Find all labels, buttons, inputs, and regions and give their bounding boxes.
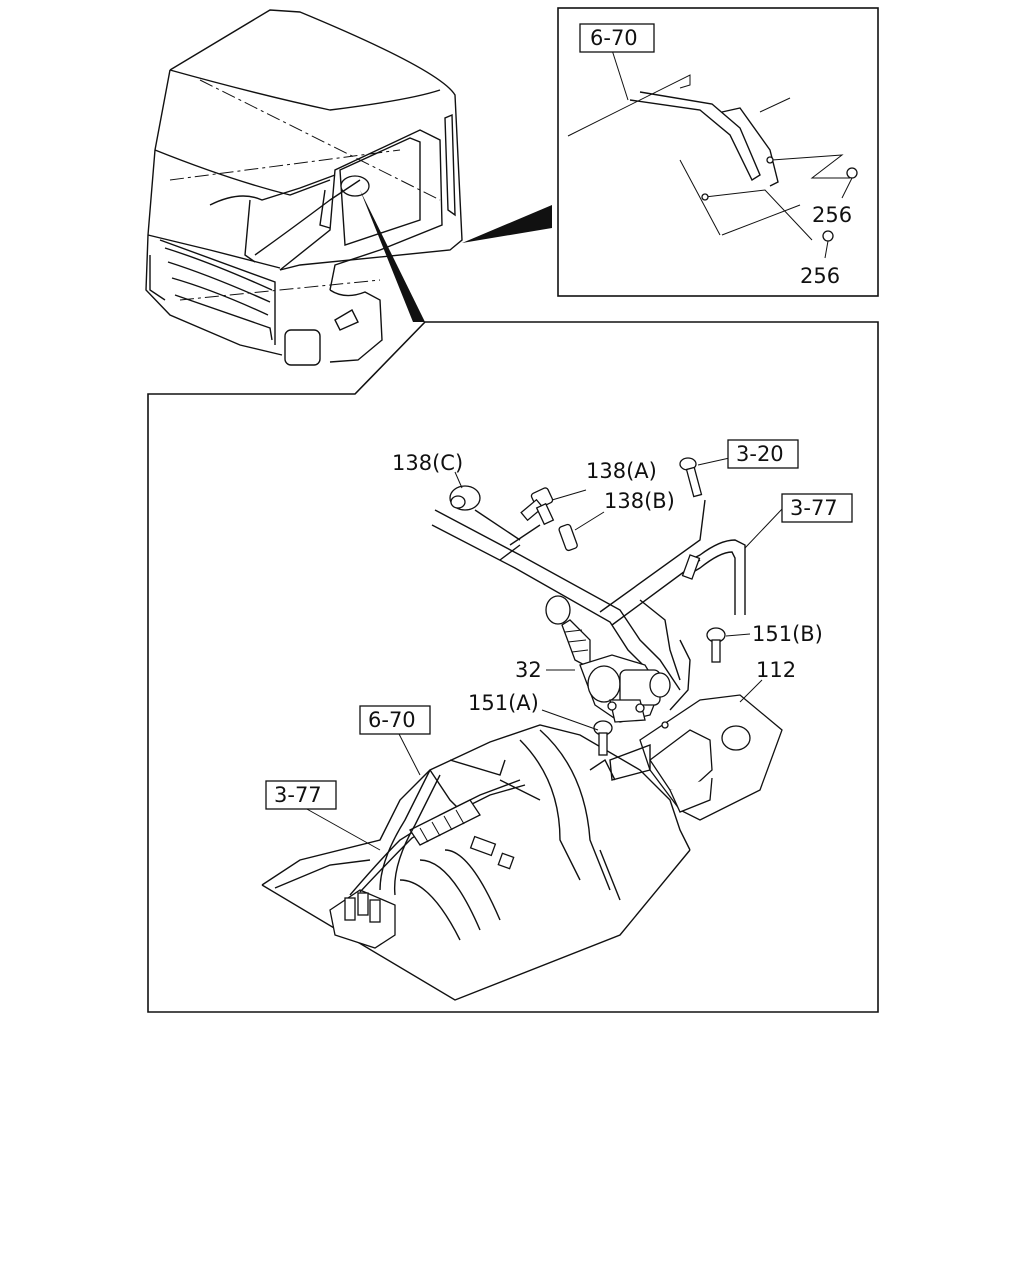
- grommet-138b-label: 138(B): [604, 489, 675, 513]
- ref-box-6-70-floor: [359, 705, 431, 735]
- main-detail-frame: [147, 321, 879, 1013]
- cab-floor-illustration: [261, 724, 691, 1001]
- grommet-138a-label: 138(A): [586, 459, 657, 483]
- bracket-112-label: 112: [756, 658, 796, 682]
- ref-box-3-77-floor: [265, 780, 337, 810]
- ref-box-3-77-upper: [781, 493, 853, 523]
- ref-label-3-77-floor: 3-77: [274, 783, 322, 807]
- bolt-top-part: [679, 457, 703, 498]
- ref-label-6-70-floor: 6-70: [368, 708, 416, 732]
- inset-grommet-label-upper: 256: [812, 203, 852, 227]
- clutch-cylinder-part: [545, 595, 671, 723]
- bracket-112-part: [609, 694, 783, 821]
- grommet-138c-part: [449, 485, 481, 511]
- leader-wedge-main: [360, 190, 425, 322]
- bolt-151a-label: 151(A): [468, 691, 539, 715]
- ref-label-3-77-upper: 3-77: [790, 496, 838, 520]
- truck-cab-illustration: [145, 9, 463, 366]
- pipe-routing: [431, 499, 746, 711]
- ref-box-3-20: [727, 439, 799, 469]
- bolt-151b-part: [706, 627, 726, 663]
- grommet-138a-part: [520, 487, 555, 526]
- inset-ref-box: [579, 23, 655, 53]
- inset-ref-label: 6-70: [590, 26, 638, 50]
- inset-grommet-label-lower: 256: [800, 264, 840, 288]
- leader-wedge-inset: [462, 205, 552, 243]
- ref-label-3-20: 3-20: [736, 442, 784, 466]
- cylinder-32-label: 32: [515, 658, 542, 682]
- grommet-138b-part: [558, 523, 578, 552]
- inset-panel-drawing: [567, 49, 858, 259]
- detail-inset-frame: [557, 7, 879, 297]
- bolt-151b-label: 151(B): [752, 622, 823, 646]
- grommet-138c-label: 138(C): [392, 451, 463, 475]
